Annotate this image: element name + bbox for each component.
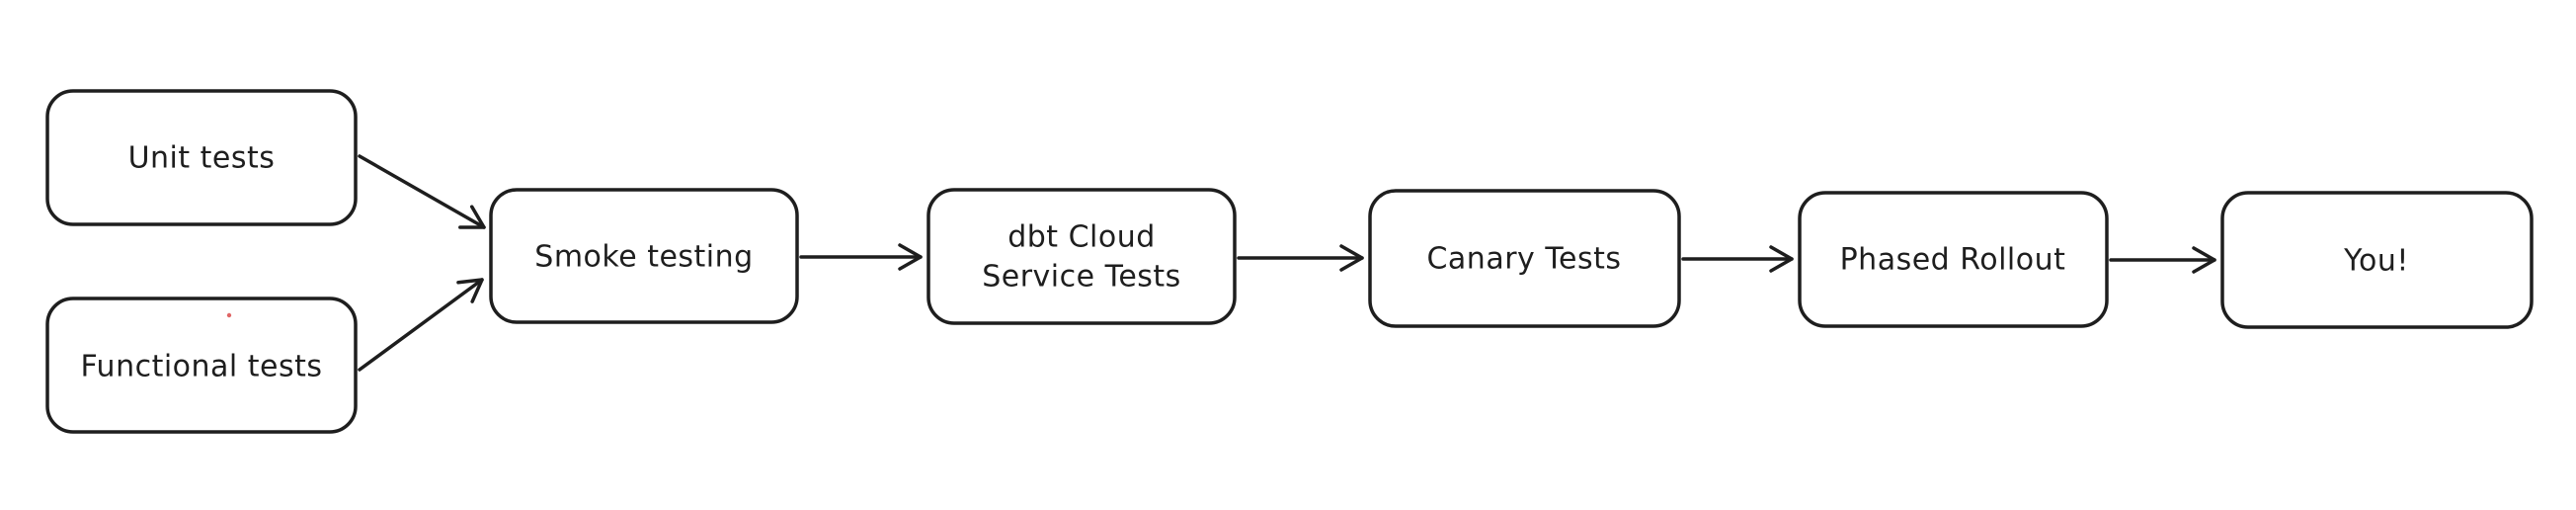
stray-red-dot [226,312,232,318]
node-phased-rollout: Phased Rollout [1798,191,2109,328]
edges-layer [358,154,2216,372]
node-smoke-testing: Smoke testing [489,188,799,324]
node-label-functional-tests: Functional tests [80,350,322,384]
node-functional-tests: Functional tests [45,297,358,434]
node-label-unit-tests: Unit tests [128,141,276,176]
node-box-unit-tests [45,89,358,226]
edge-unit-tests-to-smoke-testing [358,154,486,229]
node-label-canary-tests: Canary Tests [1426,242,1621,277]
node-box-canary-tests [1368,189,1681,328]
node-box-dbt-cloud-service-tests [926,188,1237,325]
node-unit-tests: Unit tests [45,89,358,226]
node-label-dbt-cloud-service-tests-line1: dbt Cloud [1007,220,1156,255]
edge-functional-tests-to-smoke-testing [358,278,484,372]
node-label-dbt-cloud-service-tests-line2: Service Tests [982,260,1181,295]
node-you: You! [2220,191,2534,329]
node-box-functional-tests [45,297,358,434]
node-label-you: You! [2343,244,2409,279]
node-label-phased-rollout: Phased Rollout [1840,243,2066,278]
node-box-phased-rollout [1798,191,2109,328]
node-label-smoke-testing: Smoke testing [534,240,753,275]
node-box-smoke-testing [489,188,799,324]
node-dbt-cloud-service-tests: dbt Cloud Service Tests [926,188,1237,325]
node-canary-tests: Canary Tests [1368,189,1681,328]
node-box-you [2220,191,2534,329]
